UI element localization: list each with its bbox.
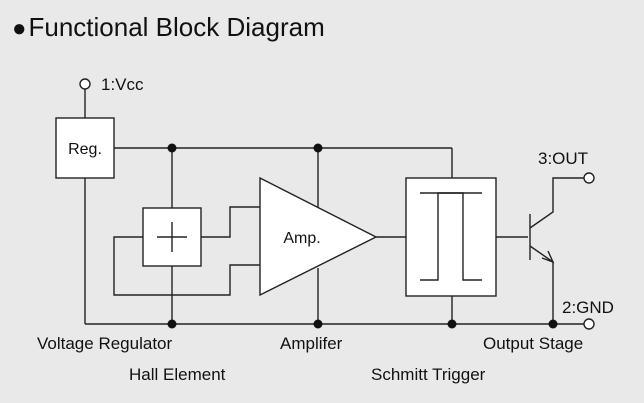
hysteresis-right-icon <box>420 192 482 281</box>
gnd-pin-icon <box>583 318 595 330</box>
amplifier-block-label: Amp. <box>283 230 320 247</box>
hall-cross-icon <box>157 222 187 252</box>
voltage-regulator-label: Voltage Regulator <box>37 334 172 353</box>
regulator-block-label: Reg. <box>68 141 102 158</box>
hall-element-label: Hall Element <box>129 365 226 384</box>
junction-dot <box>447 319 457 329</box>
junction-dot <box>167 143 177 153</box>
title-text: Functional Block Diagram <box>28 12 325 42</box>
vcc-pin-icon <box>79 78 91 90</box>
emitter-arrow <box>541 250 555 264</box>
wiring <box>84 89 584 325</box>
amplifier-label: Amplifer <box>280 334 343 353</box>
collector-wire <box>529 177 584 229</box>
title-bullet: ● <box>12 15 27 42</box>
vcc-pin-label: 1:Vcc <box>101 75 144 94</box>
junction-dot <box>167 319 177 329</box>
regulator-block <box>55 117 115 179</box>
junction-dot <box>313 319 323 329</box>
junction-dot <box>548 319 558 329</box>
junction-dot <box>313 143 323 153</box>
hall-pos-wire <box>201 206 260 238</box>
amplifier-triangle <box>259 176 378 297</box>
hall-neg-wire <box>113 236 260 296</box>
schmitt-trigger-block <box>405 177 497 297</box>
gnd-pin-label: 2:GND <box>562 298 614 317</box>
diagram-title: ●Functional Block Diagram <box>12 10 325 46</box>
schmitt-trigger-label: Schmitt Trigger <box>371 365 486 384</box>
emitter-wire <box>529 245 554 324</box>
out-pin-icon <box>583 172 595 184</box>
output-stage-label: Output Stage <box>483 334 583 353</box>
out-pin-label: 3:OUT <box>538 149 588 168</box>
junction-dots <box>167 143 558 329</box>
